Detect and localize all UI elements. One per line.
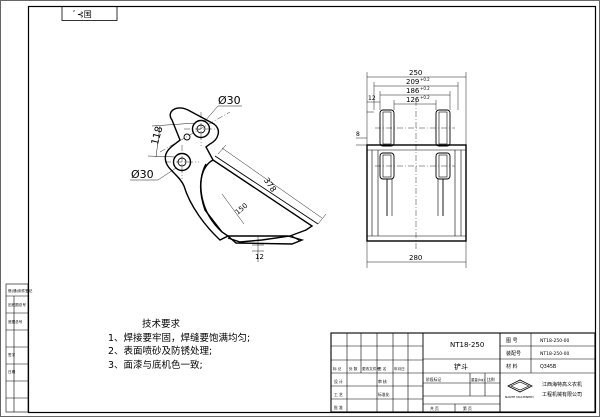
- role-1: 审 核: [378, 379, 387, 384]
- left-block-label-1: 旧底图总号: [8, 302, 26, 307]
- left-block-label-4: 日期: [8, 369, 16, 374]
- dim-left-8: 8: [356, 131, 360, 138]
- bucket-front-view: 250 209 +0.2 186 +0.2 126 +0.2 12 8 280: [356, 69, 467, 268]
- role-0: 设 计: [334, 379, 343, 384]
- mid-header-0: 阶段标记: [426, 377, 441, 382]
- mid-header-2: 比例: [487, 377, 495, 382]
- part-name: 铲斗: [454, 362, 468, 371]
- sheet-total: 共 页: [430, 406, 439, 411]
- tech-notes-title: 技术要求: [142, 319, 181, 330]
- tol-209: +0.2: [420, 77, 430, 82]
- left-margin-block: 借(通)用件登记 旧底图总号 底图总号 签字 日期: [5, 283, 33, 413]
- material: Q345B: [540, 364, 556, 370]
- drawing-tag: ﾞ⊰国: [73, 10, 92, 19]
- rev-header-1: 处 数: [349, 366, 358, 371]
- rev-header-0: 标 记: [333, 366, 342, 371]
- title-block: NT18-250 铲斗 图 号 NT18-250-00 装配号 NT18-250…: [330, 332, 596, 413]
- drawing-no: NT18-250-00: [540, 338, 570, 344]
- dim-hole-bottom: Ø30: [131, 168, 154, 181]
- dim-overall-width: 250: [409, 69, 422, 77]
- mid-header-1: 重量(kg): [471, 377, 485, 382]
- sheet-current: 第 页: [463, 406, 472, 411]
- company-line1: 江西海特高义农机: [542, 381, 582, 388]
- left-block-label-0: 借(通)用件登记: [8, 288, 33, 293]
- drawing-tag-box: [61, 6, 118, 21]
- dim-width-209: 209: [406, 78, 419, 86]
- dim-width-186: 186: [406, 87, 420, 95]
- material-label: 材 料: [506, 363, 518, 370]
- rev-header-4: 年月日: [394, 366, 405, 371]
- dim-inner-depth: 150: [234, 202, 249, 217]
- tech-note-item: 3、面漆与底机色一致;: [108, 359, 203, 371]
- role-3: 标准化: [378, 392, 390, 397]
- part-code: NT18-250: [450, 341, 484, 349]
- tech-notes: 技术要求 1、焊接要牢固，焊缝要饱满均匀; 2、表面喷砂及防锈处理; 3、面漆与…: [108, 318, 268, 372]
- rev-header-3: 签 名: [378, 366, 387, 371]
- left-block-label-3: 签字: [8, 352, 16, 357]
- assembly-no: NT18-250-00: [540, 351, 570, 357]
- rev-header-2: 更改文件号: [362, 366, 380, 371]
- dim-hole-spacing: 118: [150, 125, 166, 146]
- bucket-side-view: Ø30 Ø30 118 378 150 12: [130, 94, 327, 262]
- drawing-no-label: 图 号: [506, 338, 518, 344]
- assembly-no-label: 装配号: [506, 350, 521, 357]
- dim-left-12: 12: [368, 95, 376, 102]
- company-line2: 工程机械有限公司: [542, 391, 582, 398]
- logo-text: NANTE MACHINERY: [505, 395, 534, 399]
- inner-frame: [27, 5, 597, 414]
- tech-note-item: 2、表面喷砂及防锈处理;: [108, 346, 213, 357]
- dim-width-126: 126: [406, 96, 420, 104]
- tech-note-item: 1、焊接要牢固，焊缝要饱满均匀;: [108, 332, 251, 344]
- left-block-label-2: 底图总号: [8, 319, 23, 324]
- dim-bottom-small: 12: [255, 253, 264, 261]
- tol-126: +0.2: [420, 95, 430, 100]
- role-4: 批 准: [334, 405, 343, 410]
- tol-186: +0.2: [420, 86, 430, 91]
- dim-hole-top: Ø30: [218, 94, 241, 107]
- dim-bucket-length: 378: [262, 176, 278, 194]
- dim-bottom-width: 280: [409, 254, 422, 262]
- role-2: 工 艺: [334, 392, 343, 397]
- company-logo: NANTE MACHINERY: [505, 379, 534, 399]
